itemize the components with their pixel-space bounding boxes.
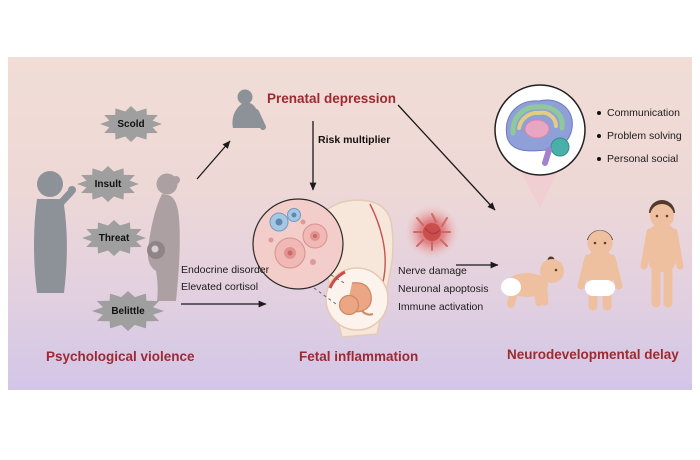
- damage-effect-item: Nerve damage: [398, 265, 467, 277]
- burst-label: Threat: [98, 232, 130, 244]
- stage-label-fetal-inflammation: Fetal inflammation: [299, 349, 419, 364]
- delay-domain-label: Communication: [607, 106, 680, 119]
- arrow-depression-to-delay: [397, 104, 496, 211]
- delay-domains-list: Communication Problem solving Personal s…: [597, 101, 682, 170]
- fetus-icon: [338, 282, 374, 316]
- brain-circle-icon: [494, 84, 586, 208]
- arrow-violence-to-depression: [196, 140, 231, 180]
- cell-magnifier-icon: [252, 198, 344, 290]
- bullet-dot: [597, 133, 601, 138]
- shouting-person-icon: [34, 171, 76, 293]
- delay-domain-label: Personal social: [607, 152, 679, 165]
- pregnant-woman-icon: [147, 173, 180, 301]
- risk-multiplier-label: Risk multiplier: [318, 134, 391, 146]
- stage-label-psychological-violence: Psychological violence: [46, 349, 195, 364]
- magnifier-links: [313, 271, 347, 305]
- stage-label-neurodevelopmental-delay: Neurodevelopmental delay: [507, 347, 679, 362]
- burst-label: Insult: [94, 178, 122, 190]
- depressed-person-icon: [232, 89, 266, 130]
- burst-label: Scold: [117, 118, 145, 130]
- toddler-icon: [577, 230, 623, 311]
- damage-effect-item: Neuronal apoptosis: [398, 283, 489, 295]
- bullet-dot: [597, 110, 601, 115]
- damage-effects-list: Nerve damage Neuronal apoptosis Immune a…: [398, 262, 488, 316]
- endocrine-effect-item: Elevated cortisol: [181, 281, 259, 293]
- standing-child-icon: [640, 200, 684, 308]
- crawling-baby-icon: [501, 256, 564, 308]
- brain-pointer: [520, 171, 558, 208]
- stage-label-prenatal-depression: Prenatal depression: [267, 91, 397, 106]
- delay-domain-item: Communication: [597, 101, 682, 124]
- delay-domain-label: Problem solving: [607, 129, 682, 142]
- damage-effect-item: Immune activation: [398, 301, 484, 313]
- bullet-dot: [597, 156, 601, 161]
- delay-domain-item: Problem solving: [597, 124, 682, 147]
- burst-label: Belittle: [111, 305, 145, 317]
- brain-icon: [505, 99, 573, 166]
- inflammation-virus-icon: [405, 205, 459, 259]
- delay-domain-item: Personal social: [597, 147, 682, 170]
- endocrine-effect-item: Endocrine disorder: [181, 264, 270, 276]
- endocrine-effects-list: Endocrine disorder Elevated cortisol: [181, 262, 269, 296]
